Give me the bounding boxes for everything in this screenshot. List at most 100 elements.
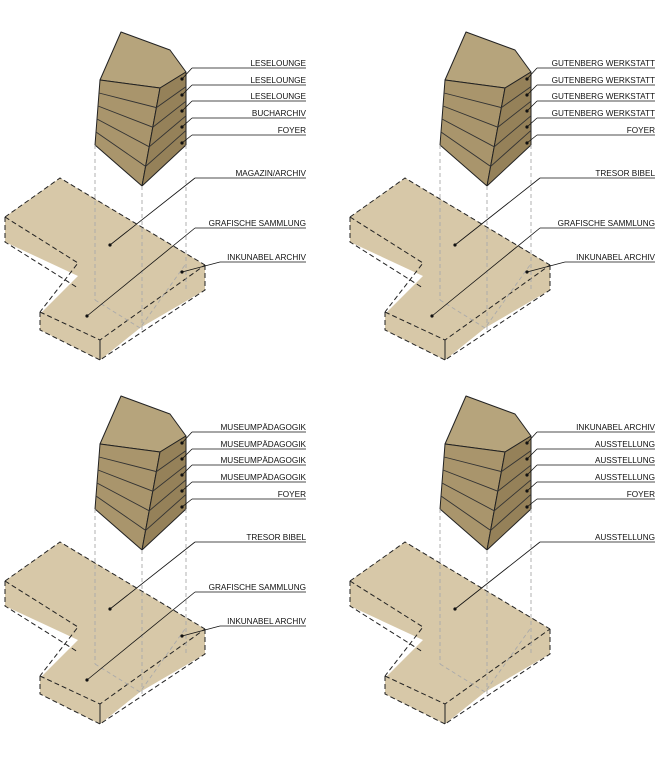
leader-line [109,177,196,246]
base-label: TRESOR BIBEL [246,533,306,542]
leader-line [526,448,538,460]
tower-label: GUTENBERG WERKSTATT [552,76,655,85]
base-label: GRAFISCHE SAMMLUNG [209,583,306,592]
base-top-edge [4,177,206,266]
base-hidden-edge [439,628,531,693]
tower-floor-line [442,100,532,128]
base-slab-fill [350,542,550,724]
base-hidden-edge [439,264,531,329]
tower-label: BUCHARCHIV [252,109,307,118]
base-label: MAGAZIN/ARCHIV [235,169,306,178]
tower-floor-line [441,479,532,512]
base-label: GRAFISCHE SAMMLUNG [558,219,655,228]
panel-top-right: GUTENBERG WERKSTATT GUTENBERG WERKSTATT GU… [349,31,656,361]
leader-line [109,541,196,610]
base-front-side [384,312,446,361]
leader-line [181,134,193,144]
tower-floor-line [440,130,532,167]
tower-floor-line [443,86,532,109]
tower-floor-line [97,464,187,492]
leader-line [181,431,193,444]
tower-floor-line [440,494,532,531]
leader-line [526,464,538,476]
leader-line [181,498,193,508]
base-inner-edge [349,216,424,313]
leader-line [454,541,541,610]
tower-label: MUSEUMPÄDAGOGIK [220,472,306,482]
tower-floor-line [442,464,532,492]
tower-label: FOYER [278,490,306,499]
base-hidden-edge [94,628,186,693]
base-slab-fill [350,178,550,360]
tower-floor-line [441,115,532,148]
leader-line [181,625,221,637]
base-top-edge [349,177,551,266]
base-label: GRAFISCHE SAMMLUNG [209,219,306,228]
base-left-side [349,217,424,289]
base-top-edge [4,541,206,630]
tower-floor-line [96,479,187,512]
leader-line [526,498,538,508]
tower-label: GUTENBERG WERKSTATT [552,109,655,118]
leader-line [526,261,566,273]
leader-line [86,227,196,317]
base-left-side [4,581,79,653]
base-left-side [349,581,424,653]
panel-bottom-left: MUSEUMPÄDAGOGIK MUSEUMPÄDAGOGIK MUSEUMPÄDA… [4,395,307,725]
base-right-side [99,265,206,361]
base-front-side [39,676,101,725]
base-left-side [4,217,79,289]
leader-line [181,261,221,273]
base-front-side [39,312,101,361]
leader-line [181,100,193,112]
tower-label: FOYER [278,126,306,135]
tower-label: FOYER [627,126,655,135]
leader-line [526,67,538,80]
base-right-side [99,629,206,725]
tower-floor-line [95,494,187,531]
base-right-side [444,265,551,361]
tower-label: FOYER [627,490,655,499]
tower-label: AUSSTELLUNG [595,473,655,482]
leader-line [181,448,193,460]
tower-label: GUTENBERG WERKSTATT [552,59,655,68]
base-label: INKUNABEL ARCHIV [227,253,306,262]
tower-label: LESELOUNGE [250,76,306,85]
leader-line [86,591,196,681]
tower-label: MUSEUMPÄDAGOGIK [220,422,306,432]
leader-line [181,67,193,80]
tower-label: AUSSTELLUNG [595,440,655,449]
leader-line [181,464,193,476]
tower-label: INKUNABEL ARCHIV [576,423,655,432]
base-right-side [444,629,551,725]
base-label: AUSSTELLUNG [595,533,655,542]
tower-label: LESELOUNGE [250,59,306,68]
tower-label: MUSEUMPÄDAGOGIK [220,455,306,465]
leader-line [526,84,538,96]
panel-top-left: LESELOUNGE LESELOUNGE LESELOUNGE BUCHARCHIV… [4,31,307,361]
tower-floor-line [96,115,187,148]
tower-label: AUSSTELLUNG [595,456,655,465]
leader-line [526,100,538,112]
tower-floor-line [95,130,187,167]
tower-label: MUSEUMPÄDAGOGIK [220,439,306,449]
leader-line [181,117,193,128]
leader-line [526,431,538,444]
base-slab-fill [5,542,205,724]
leader-line [181,481,193,492]
tower-floor-line [443,450,532,473]
base-top-edge [349,541,551,630]
base-label: TRESOR BIBEL [595,169,655,178]
base-inner-edge [4,580,79,677]
leader-line [454,177,541,246]
leader-line [431,227,541,317]
base-inner-edge [349,580,424,677]
tower-label: LESELOUNGE [250,92,306,101]
leader-line [526,481,538,492]
base-label: INKUNABEL ARCHIV [576,253,655,262]
base-hidden-edge [94,264,186,329]
tower-floor-line [98,86,187,109]
base-label: INKUNABEL ARCHIV [227,617,306,626]
